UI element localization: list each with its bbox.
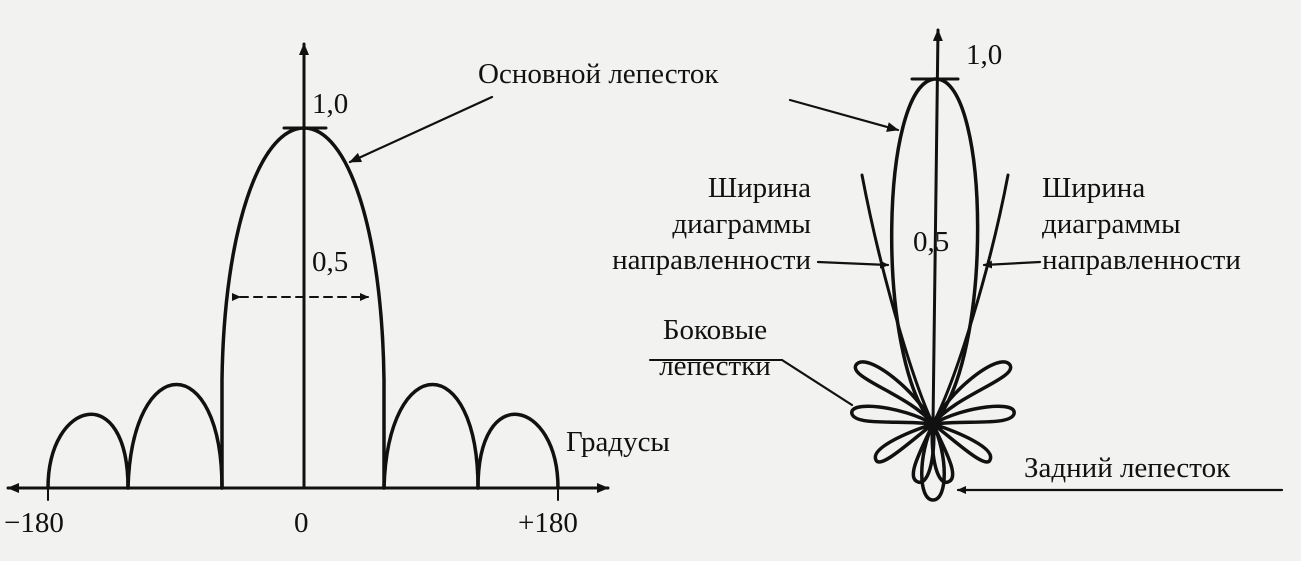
side-lobe-bottom-right	[930, 422, 955, 484]
rect-x-unit: Градусы	[566, 426, 670, 458]
rect-x-tick-max: +180	[518, 507, 578, 539]
beamwidth-label-left: Ширина диаграммы направленности	[612, 170, 811, 278]
polar-back-lobe	[920, 422, 946, 502]
beamwidth-leader-right	[982, 260, 1042, 269]
beamwidth-left-line-3: направленности	[612, 244, 811, 276]
beamwidth-left-line-2: диаграммы	[672, 208, 811, 240]
side-lobes-line-1: Боковые	[662, 314, 768, 346]
side-lobes-label: Боковые лепестки	[640, 312, 790, 384]
side-lobe-mid-right	[931, 404, 1016, 426]
beamwidth-label-right: Ширина диаграммы направленности	[1042, 170, 1241, 278]
side-lobe-lower-left	[873, 422, 935, 464]
side-lobe-curve-left-1	[46, 412, 130, 490]
beamwidth-ray-right	[931, 173, 1010, 426]
beamwidth-right-line-1: Ширина	[1042, 172, 1146, 204]
main-lobe-curve	[220, 126, 386, 490]
leader-lines	[348, 95, 1284, 494]
side-lobes-leader	[780, 358, 854, 407]
beamwidth-leader-left	[816, 260, 890, 269]
rect-y-tick-half: 0,5	[312, 246, 349, 278]
side-lobe-curve-right-2	[476, 412, 560, 490]
beamwidth-right-line-3: направленности	[1042, 244, 1241, 276]
side-lobe-lower-right	[931, 422, 993, 464]
side-lobe-mid-left	[850, 404, 935, 426]
rectangular-pattern	[6, 42, 610, 501]
main-lobe-leader-right	[788, 98, 900, 132]
rect-x-tick-zero: 0	[294, 507, 309, 539]
side-lobe-upper-left	[853, 360, 935, 426]
beamwidth-left-line-1: Ширина	[707, 172, 811, 204]
side-lobe-curve-right-1	[382, 382, 480, 490]
beamwidth-ray-left	[860, 173, 935, 426]
side-lobe-upper-right	[931, 360, 1013, 426]
main-lobe-label: Основной лепесток	[478, 58, 719, 90]
side-lobes-line-2: лепестки	[659, 350, 771, 382]
rect-x-tick-min: −180	[4, 507, 64, 539]
main-lobe-leader-left	[348, 95, 494, 164]
side-lobe-curve-left-2	[126, 382, 224, 490]
polar-pattern	[850, 28, 1016, 502]
rect-y-tick-max: 1,0	[312, 88, 349, 120]
back-lobe-label: Задний лепесток	[1024, 452, 1231, 484]
beamwidth-right-line-2: диаграммы	[1042, 208, 1181, 240]
polar-main-lobe	[889, 77, 980, 426]
polar-y-tick-max: 1,0	[966, 39, 1003, 71]
polar-y-axis	[931, 28, 943, 426]
polar-y-tick-half: 0,5	[913, 226, 950, 258]
